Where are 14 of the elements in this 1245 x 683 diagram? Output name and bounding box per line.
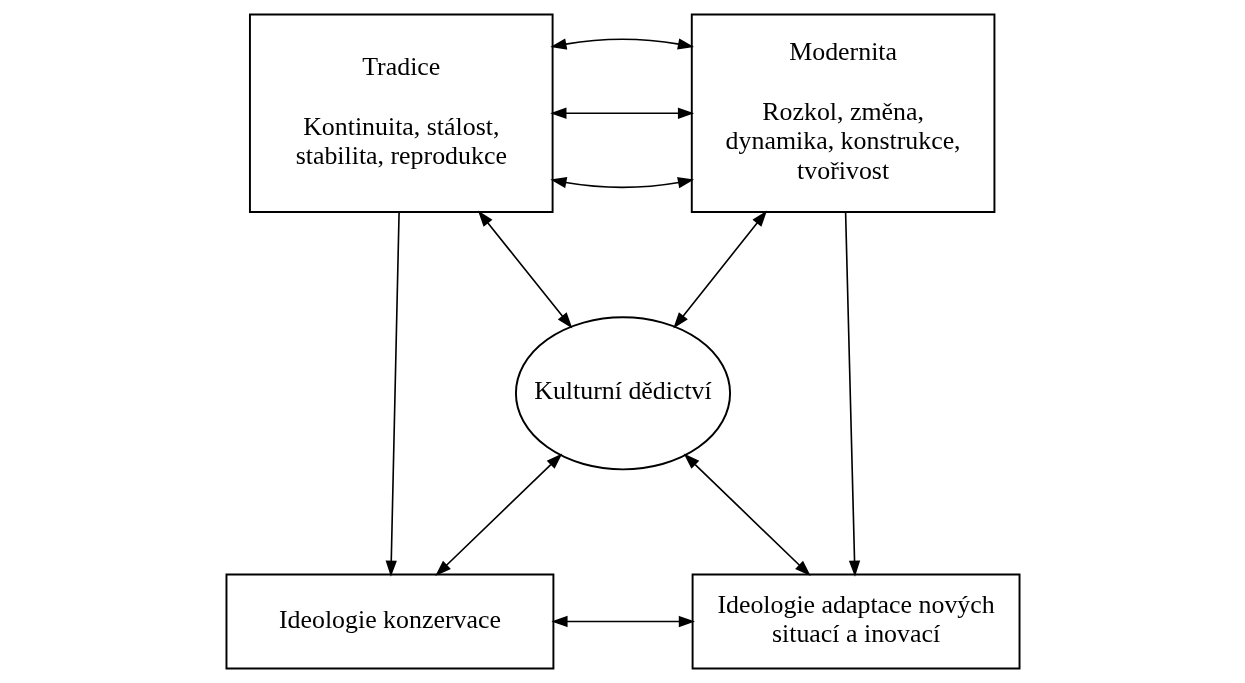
arrow: [844, 211, 860, 577]
arrow: [477, 210, 572, 329]
arrow: [434, 453, 562, 577]
arrow: [549, 38, 694, 50]
arrow: [550, 615, 695, 628]
arrow: [549, 177, 694, 189]
arrow: [672, 210, 767, 329]
node-box: Ideologie adaptace nových situací a inovací: [691, 573, 1020, 670]
arrow: [549, 107, 694, 119]
node-box: Ideologie konzervace: [225, 573, 554, 670]
arrow: [683, 453, 811, 577]
node-box: Modernita Rozkol, změna, dynamika, konstrukce, tvořivost: [690, 13, 995, 213]
arrow: [385, 211, 400, 577]
node-box: Tradice Kontinuita, stálost, stabilita, reprodukce: [248, 13, 554, 213]
